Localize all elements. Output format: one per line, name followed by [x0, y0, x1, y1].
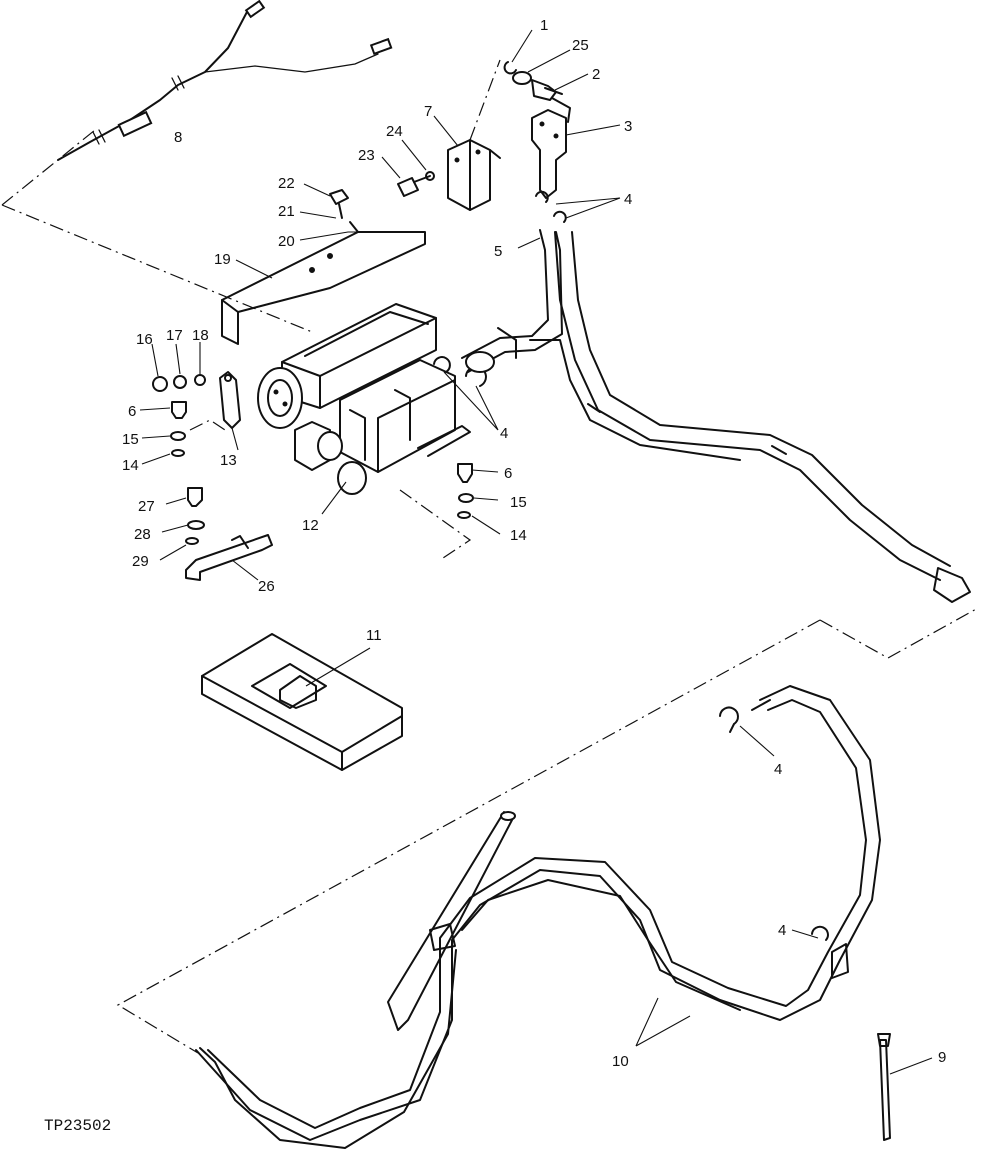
callout-16: 16 [136, 331, 153, 348]
callout-2: 2 [592, 66, 600, 83]
callout-7: 7 [424, 103, 432, 120]
callout-4-top: 4 [624, 191, 632, 208]
callout-28: 28 [134, 526, 151, 543]
callout-12: 12 [302, 517, 319, 534]
callout-25: 25 [572, 37, 589, 54]
heater-bracket-part-19 [221, 221, 426, 345]
callout-3: 3 [624, 118, 632, 135]
heater-unit [257, 303, 471, 495]
callout-5: 5 [494, 243, 502, 260]
callout-4-lower-right: 4 [774, 761, 782, 778]
callout-13: 13 [220, 452, 237, 469]
fastener-stack-right [457, 463, 474, 519]
clips-lower [719, 706, 829, 941]
callout-8: 8 [174, 129, 182, 146]
valve-bracket-part-3 [531, 97, 571, 199]
callout-6-right: 6 [504, 465, 512, 482]
pad-part-11 [201, 633, 403, 771]
callout-26: 26 [258, 578, 275, 595]
hose-assembly-part-5 [461, 229, 971, 603]
callout-27: 27 [138, 498, 155, 515]
callout-15-left: 15 [122, 431, 139, 448]
callout-labels: 1 25 2 3 4 7 24 23 22 21 20 19 8 5 16 17… [122, 17, 946, 1070]
callout-9: 9 [938, 1049, 946, 1066]
callout-14-right: 14 [510, 527, 527, 544]
callout-15-right: 15 [510, 494, 527, 511]
lower-hose-assembly-part-10 [195, 685, 881, 1149]
bracket-part-7 [447, 139, 501, 211]
boundary-lines [1, 59, 979, 1054]
callout-23: 23 [358, 147, 375, 164]
callout-21: 21 [278, 203, 295, 220]
callout-6-left: 6 [128, 403, 136, 420]
callout-24: 24 [386, 123, 403, 140]
cable-part-8 [57, 0, 393, 161]
callout-11: 11 [366, 627, 382, 644]
hardware-1-25-2 [503, 61, 563, 101]
callout-10: 10 [612, 1053, 629, 1070]
figure-id: TP23502 [44, 1117, 111, 1135]
callout-19: 19 [214, 251, 231, 268]
callout-1: 1 [540, 17, 548, 34]
callout-29: 29 [132, 553, 149, 570]
fastener-stack-left [152, 374, 206, 545]
leader-lines [139, 29, 933, 1075]
callout-18: 18 [192, 327, 209, 344]
brackets-13-26 [185, 371, 273, 581]
callout-14-left: 14 [122, 457, 139, 474]
callout-22: 22 [278, 175, 295, 192]
callout-4-heater: 4 [500, 425, 508, 442]
tie-strap-part-9 [877, 1033, 891, 1141]
callout-20: 20 [278, 233, 295, 250]
callout-4-lower: 4 [778, 922, 786, 939]
callout-17: 17 [166, 327, 183, 344]
screws-group [329, 171, 435, 219]
